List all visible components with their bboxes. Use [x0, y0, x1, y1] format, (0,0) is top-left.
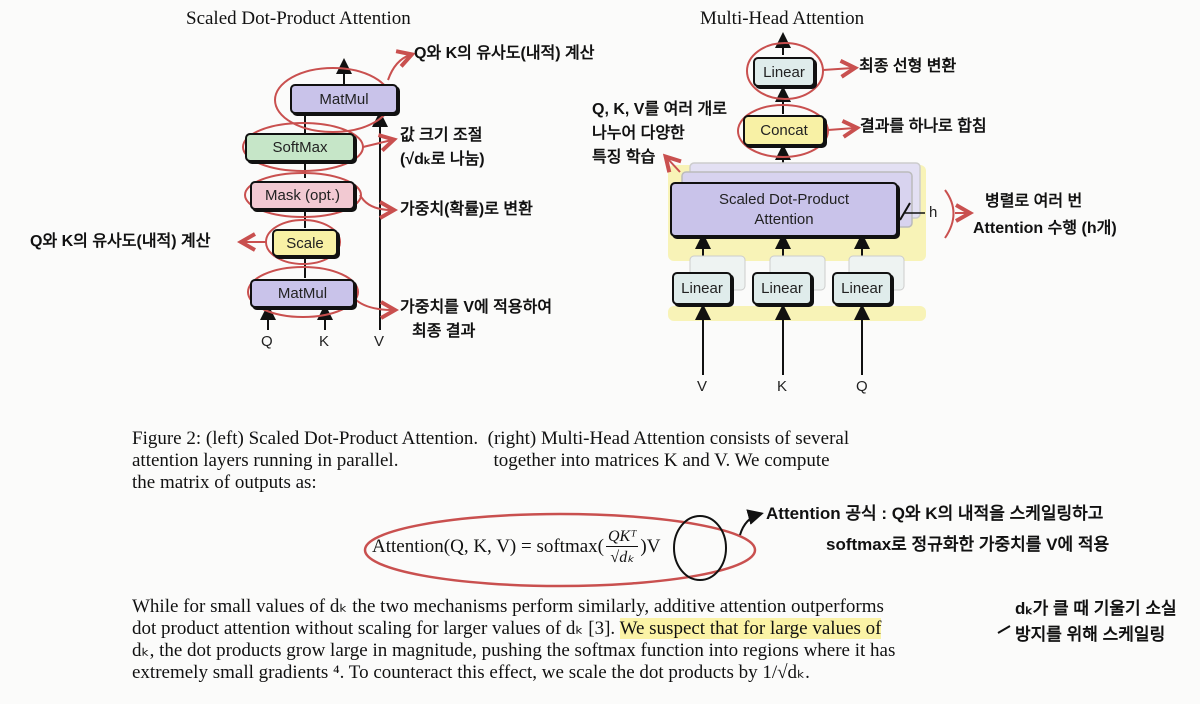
annotation-softmax-1: 값 크기 조절	[400, 127, 483, 144]
annotation-scale: Q와 K의 유사도(내적) 계산	[30, 233, 211, 250]
input-v-right-label: V	[697, 378, 708, 395]
annotation-matmul-top: Q와 K의 유사도(내적) 계산	[414, 45, 595, 62]
formula-denominator: √dₖ	[610, 549, 634, 566]
annotation-paragraph-1: dₖ가 클 때 기울기 소실	[1015, 599, 1177, 618]
scale-box: Scale	[272, 229, 338, 257]
annotation-matmul-bottom-2: 최종 결과	[412, 323, 476, 340]
caption-line-2: attention layers running in parallel. to…	[132, 450, 830, 471]
para-line-2a: dot product attention without scaling fo…	[132, 618, 620, 639]
input-q-right-label: Q	[856, 378, 868, 395]
formula-lhs: Attention(Q, K, V) = softmax(	[372, 535, 604, 557]
para-line-3: dₖ, the dot products grow large in magni…	[132, 640, 896, 661]
sdpa-label-2: Attention	[754, 210, 814, 228]
concat-box: Concat	[743, 115, 825, 146]
linear-top-box: Linear	[753, 57, 815, 87]
annotation-mask: 가중치(확률)로 변환	[400, 201, 533, 218]
sdpa-box: Scaled Dot-Product Attention	[670, 182, 898, 237]
annotation-parallel-1: 병렬로 여러 번	[985, 193, 1083, 210]
annotation-matmul-bottom-1: 가중치를 V에 적용하여	[400, 299, 553, 316]
annotation-paragraph-2: 방지를 위해 스케일링	[1015, 625, 1166, 644]
input-q-label: Q	[261, 333, 273, 350]
body-paragraph: While for small values of dₖ the two mec…	[132, 596, 895, 684]
linear-q-box: Linear	[832, 272, 892, 305]
formula-fraction: QKᵀ √dₖ	[606, 528, 639, 567]
right-diagram-title: Multi-Head Attention	[700, 8, 865, 29]
annotation-concat: 결과를 하나로 합침	[860, 118, 987, 135]
para-line-2: dot product attention without scaling fo…	[132, 618, 895, 640]
input-v-label: V	[374, 333, 385, 350]
annotation-split-2: 나누어 다양한	[592, 125, 685, 142]
annotation-parallel-2: Attention 수행 (h개)	[973, 220, 1117, 237]
caption-line-1: Figure 2: (left) Scaled Dot-Product Atte…	[132, 428, 850, 449]
annotation-softmax-2: (√dₖ로 나눔)	[400, 151, 485, 168]
annotation-formula-1: Attention 공식 : Q와 K의 내적을 스케일링하고	[766, 504, 1104, 523]
formula-numerator: QKᵀ	[606, 528, 639, 547]
h-label: h	[929, 204, 938, 221]
matmul-top-box: MatMul	[290, 84, 398, 114]
caption-line-3: the matrix of outputs as:	[132, 472, 317, 493]
left-diagram-title: Scaled Dot-Product Attention	[186, 8, 411, 29]
figure-caption: Figure 2: (left) Scaled Dot-Product Atte…	[132, 428, 849, 494]
mask-box: Mask (opt.)	[250, 181, 355, 210]
formula-rhs: )V	[640, 535, 661, 557]
matmul-bottom-box: MatMul	[250, 279, 355, 308]
softmax-box: SoftMax	[245, 133, 355, 162]
highlighted-sentence: We suspect that for large values of	[619, 618, 882, 639]
sdpa-label-1: Scaled Dot-Product	[718, 190, 850, 208]
annotation-split-3: 특징 학습	[592, 149, 656, 166]
para-line-4: extremely small gradients ⁴. To countera…	[132, 662, 810, 683]
annotation-formula-2: softmax로 정규화한 가중치를 V에 적용	[826, 535, 1110, 554]
linear-k-box: Linear	[752, 272, 812, 305]
annotation-split-1: Q, K, V를 여러 개로	[592, 101, 727, 118]
linear-v-box: Linear	[672, 272, 732, 305]
attention-formula: Attention(Q, K, V) = softmax(QKᵀ √dₖ )V	[372, 528, 660, 567]
input-k-label: K	[319, 333, 330, 350]
input-k-right-label: K	[777, 378, 788, 395]
para-line-1: While for small values of dₖ the two mec…	[132, 596, 884, 617]
annotation-linear-top: 최종 선형 변환	[859, 58, 957, 75]
